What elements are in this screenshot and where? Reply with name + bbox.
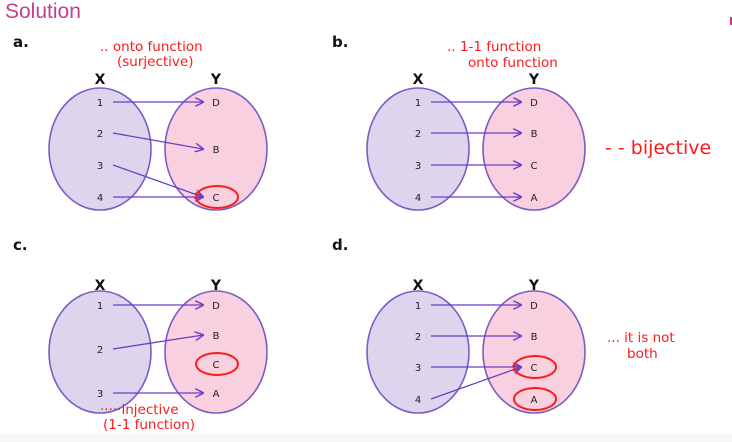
panel-c-note-line1: ·····injective — [100, 402, 179, 418]
panel-d-domain-element: 2 — [415, 332, 421, 343]
panel-c-codomain-element: D — [212, 301, 220, 312]
panel-d-highlight-circle — [513, 387, 557, 411]
panel-d-label: d. — [332, 236, 349, 254]
panel-a-note-line2: (surjective) — [117, 54, 194, 70]
panel-d-codomain-element: D — [530, 301, 538, 312]
panel-b-note-line1: .. 1-1 function — [447, 39, 542, 55]
panel-a-set-x-label: X — [95, 72, 106, 88]
panel-d-codomain-element: C — [531, 363, 538, 374]
panel-a-highlight-circle — [195, 185, 239, 209]
panel-d-mapping-arrow — [430, 367, 521, 400]
panel-b-domain-set — [366, 87, 470, 211]
panel-a-codomain-element: D — [212, 98, 220, 109]
panel-d-set-x-label: X — [413, 278, 424, 294]
panel-c-note-line2: (1-1 function) — [103, 417, 196, 433]
panel-a-mapping-arrow — [112, 132, 203, 149]
panel-d-codomain-set — [482, 290, 586, 414]
panel-c-domain-element: 3 — [97, 389, 103, 400]
panel-d-codomain-element: A — [531, 395, 538, 406]
panel-b-label: b. — [332, 33, 349, 51]
panel-a-domain-element: 4 — [97, 193, 103, 204]
panel-c-codomain-element: B — [213, 331, 220, 342]
panel-a-mapping-arrow — [112, 164, 203, 197]
panel-b-codomain-set — [482, 87, 586, 211]
panel-b-note-line2: onto function — [468, 55, 558, 71]
panel-d-side-note-line2: both — [627, 346, 658, 362]
panel-d-domain-element: 3 — [415, 363, 421, 374]
panel-c-codomain-element: A — [213, 389, 220, 400]
panel-d-side-note-line1: ... it is not — [607, 330, 675, 346]
panel-b-domain-element: 3 — [415, 161, 421, 172]
panel-b-side-note: - - bijective — [605, 137, 712, 159]
panel-a-domain-element: 3 — [97, 161, 103, 172]
panel-d-domain-element: 4 — [415, 395, 421, 406]
panel-d-domain-set — [366, 290, 470, 414]
panel-b-domain-element: 4 — [415, 193, 421, 204]
panel-a-domain-element: 1 — [97, 98, 103, 109]
panel-a-note-line1: .. onto function — [100, 39, 203, 55]
panel-c-domain-set — [48, 290, 152, 414]
panel-b-set-x-label: X — [413, 72, 424, 88]
panel-a-label: a. — [13, 33, 29, 51]
panel-b-codomain-element: D — [530, 98, 538, 109]
panel-b-domain-element: 1 — [415, 98, 421, 109]
panel-a-set-y-label: Y — [210, 72, 222, 88]
panel-b-domain-element: 2 — [415, 129, 421, 140]
panel-d-domain-element: 1 — [415, 301, 421, 312]
panel-c-highlight-circle — [195, 352, 239, 376]
panel-a-codomain-element: B — [213, 145, 220, 156]
panel-b-set-y-label: Y — [528, 72, 540, 88]
panel-a-domain-set — [48, 87, 152, 211]
slide-title: Solution — [5, 0, 81, 23]
panel-d-codomain-element: B — [531, 332, 538, 343]
panel-c-mapping-arrow — [112, 335, 203, 350]
panel-a-codomain-element: C — [213, 193, 220, 204]
viewer-bottom-bar — [0, 434, 732, 442]
panel-a-codomain-set — [164, 87, 268, 211]
panel-d-highlight-circle — [513, 355, 557, 379]
panel-b-codomain-element: C — [531, 161, 538, 172]
panel-c-codomain-set — [164, 290, 268, 414]
panel-c-codomain-element: C — [213, 360, 220, 371]
panel-b-codomain-element: B — [531, 129, 538, 140]
panel-c-domain-element: 2 — [97, 345, 103, 356]
panel-a-domain-element: 2 — [97, 129, 103, 140]
panel-c-label: c. — [13, 236, 28, 254]
panel-c-domain-element: 1 — [97, 301, 103, 312]
panel-d-set-y-label: Y — [528, 278, 540, 294]
panel-c-set-y-label: Y — [210, 278, 222, 294]
corner-marker — [730, 17, 732, 25]
panel-c-set-x-label: X — [95, 278, 106, 294]
panel-b-codomain-element: A — [531, 193, 538, 204]
